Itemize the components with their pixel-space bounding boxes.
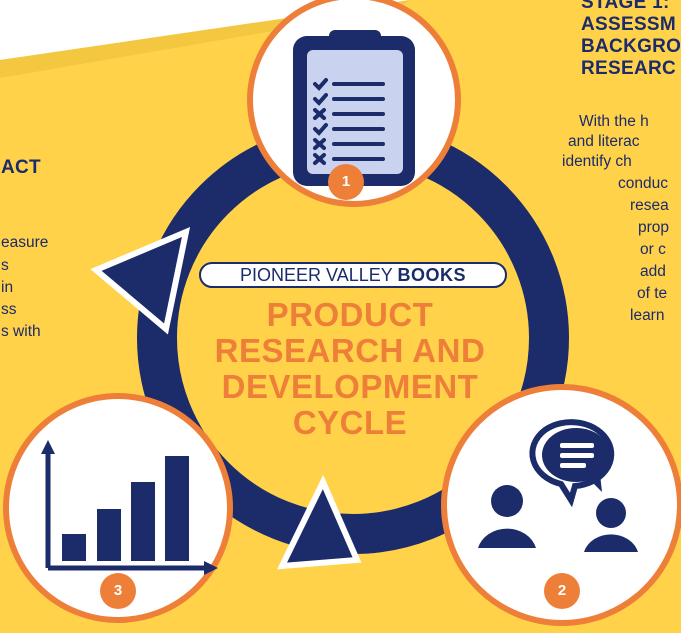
arrow-head-bottom — [276, 474, 362, 570]
brand-name-bold: BOOKS — [397, 265, 466, 285]
stage-1-body-line: learn — [630, 307, 665, 324]
stage-2-number-badge: 2 — [544, 573, 580, 609]
stage-1-body-line: or c — [640, 241, 666, 258]
stage-1-title-line: ASSESSM — [581, 14, 677, 35]
stage-3-body-line: s with — [1, 323, 41, 340]
stage-1-body-line: prop — [638, 219, 670, 236]
stage-1-body-line: identify ch — [562, 153, 632, 170]
cycle-title-line: CYCLE — [292, 404, 408, 441]
bar-chart-icon — [41, 440, 218, 575]
stage-1-body-line: conduc — [618, 175, 668, 192]
cycle-title-line: RESEARCH AND — [214, 332, 486, 369]
stage-1-title-line: RESEARC — [581, 58, 677, 79]
stage-1-body-line: resea — [630, 197, 669, 214]
cycle-title-line: PRODUCT — [266, 296, 434, 333]
brand-name-regular: PIONEER VALLEY — [240, 265, 393, 285]
arrow-head-left — [90, 227, 191, 335]
stage-2-circle — [441, 384, 681, 626]
stage-1-title-line: STAGE 1: — [581, 0, 670, 13]
discussion-people-icon — [478, 419, 638, 552]
stage-3-title: ACT — [1, 157, 41, 178]
stage-1-body-line: and literac — [568, 133, 640, 150]
cycle-title-line: DEVELOPMENT — [221, 368, 479, 405]
clipboard-checklist-icon — [293, 30, 415, 186]
stage-3-number-badge: 3 — [100, 573, 136, 609]
stage-3-body-line: in — [1, 279, 14, 296]
stage-1-body-line: With the h — [579, 113, 649, 130]
stage-3-body-line: ss — [1, 301, 17, 318]
stage-1-number-badge: 1 — [328, 164, 364, 200]
stage-1-title: STAGE 1: ASSESSM BACKGRO RESEARC — [581, 0, 681, 80]
stage-1-title-line: BACKGRO — [581, 36, 681, 57]
stage-3-body-line: easure — [1, 234, 49, 251]
cycle-title: PRODUCT RESEARCH AND DEVELOPMENT CYCLE — [180, 297, 520, 441]
stage-1-body-line: of te — [637, 285, 668, 302]
stage-3-body-line: s — [1, 257, 9, 274]
brand-logo-label: PIONEER VALLEY BOOKS — [199, 262, 507, 288]
stage-1-body-line: add — [640, 263, 666, 280]
stage-3-circle — [3, 393, 233, 623]
